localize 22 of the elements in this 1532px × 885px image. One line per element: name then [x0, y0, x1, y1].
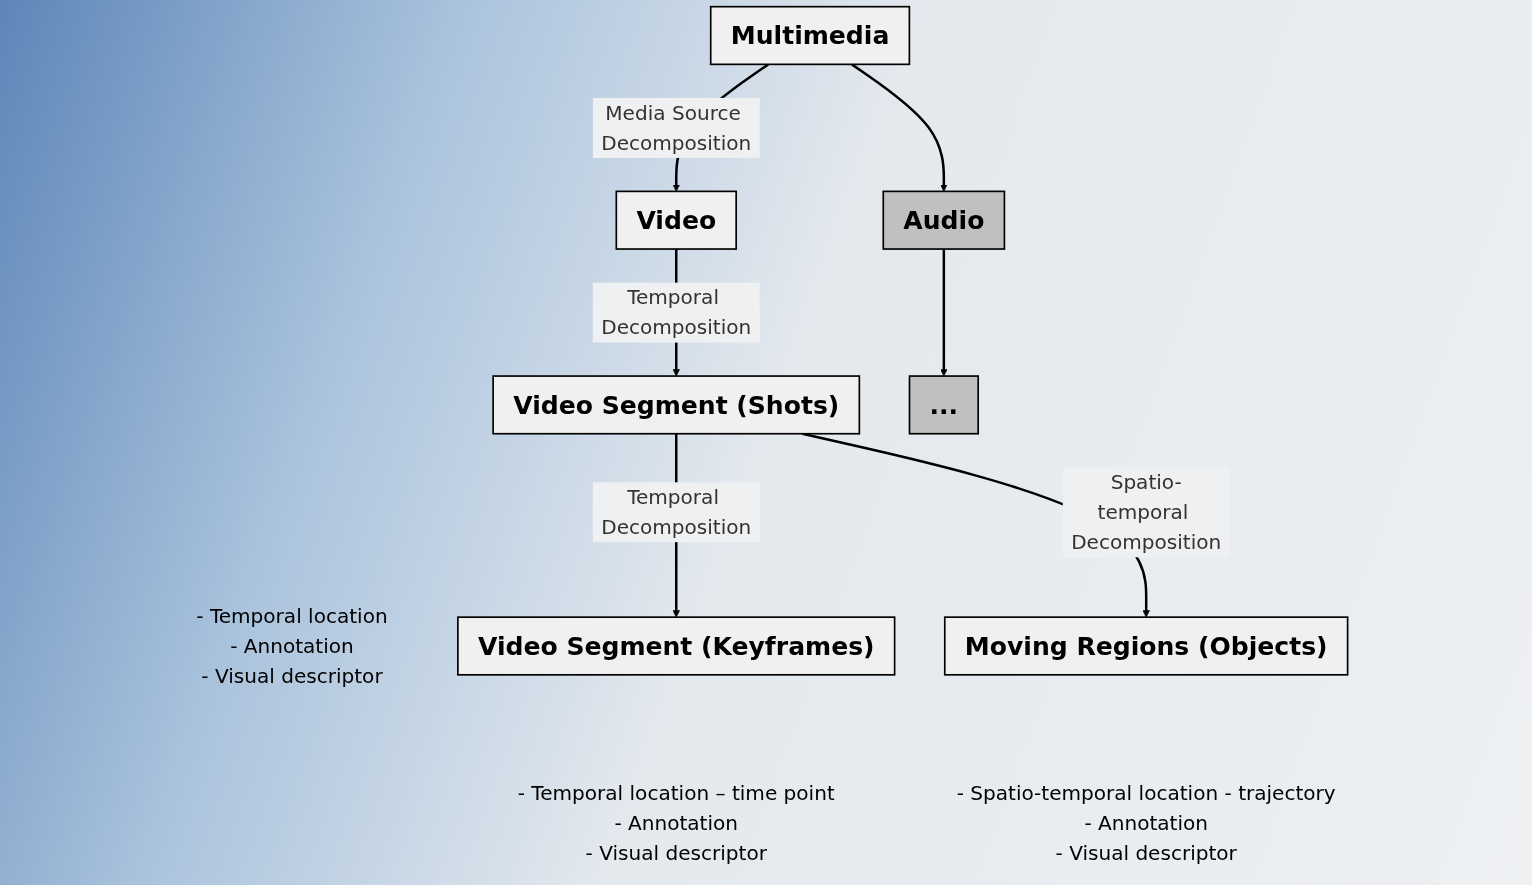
node-label: - Annotation [614, 811, 739, 835]
edge-label: Media Source Decomposition [601, 101, 752, 155]
node-label: - Annotation [230, 634, 354, 658]
node-label: - Visual descriptor [1055, 841, 1237, 865]
node-box: Video Segment (Shots) [492, 375, 861, 435]
node-box: Video [615, 190, 737, 250]
node-box: Video Segment (Keyframes) [457, 616, 896, 676]
edge-label: Spatio-temporal Decomposition [1071, 470, 1222, 555]
node-label: - Spatio-temporal location - trajectory [956, 781, 1336, 805]
node-label: - Temporal location – time point [517, 781, 835, 805]
node-box: ... [908, 375, 980, 435]
node-box: Multimedia [709, 5, 911, 66]
arrow [851, 63, 948, 192]
node-label: - Annotation [1084, 811, 1208, 835]
node-label: - Visual descriptor [201, 664, 383, 688]
node-label: - Temporal location [196, 604, 388, 628]
arrow [940, 249, 948, 377]
edge-label: Temporal Decomposition [601, 485, 752, 540]
node-box: Moving Regions (Objects) [943, 616, 1349, 676]
node-box: Audio [882, 190, 1006, 250]
edge-label: Temporal Decomposition [601, 285, 752, 340]
node-label: - Visual descriptor [585, 841, 767, 865]
